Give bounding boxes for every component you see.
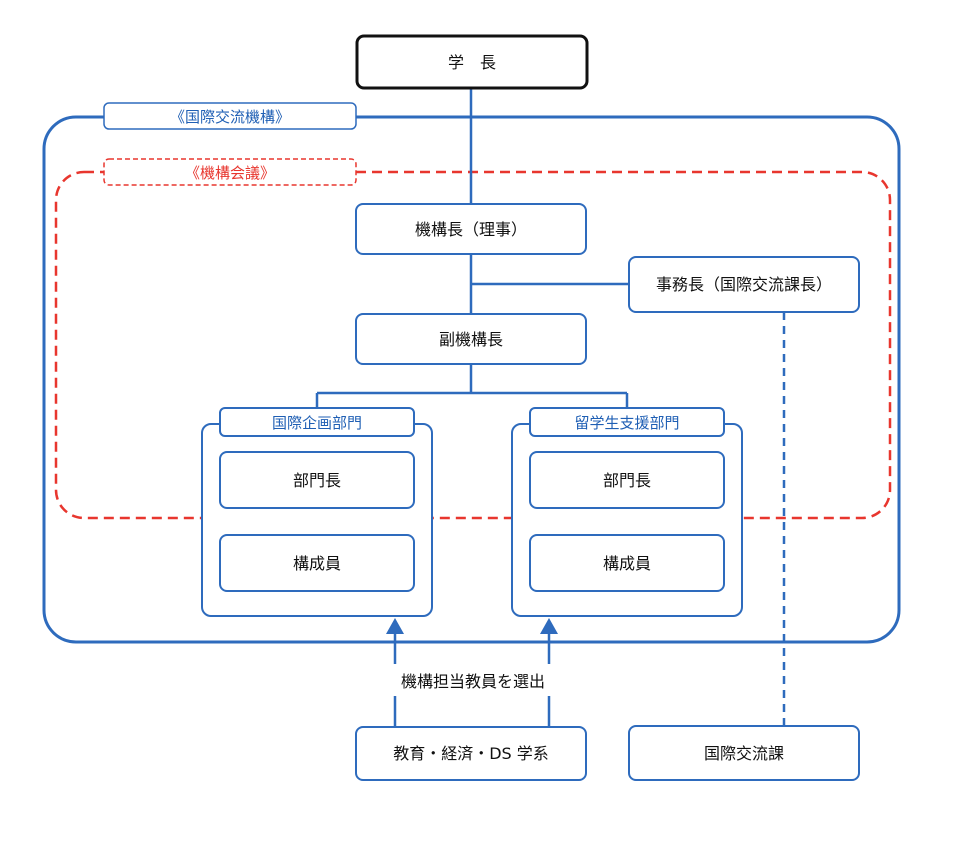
council-frame	[54, 170, 892, 520]
faculty-box	[355, 726, 587, 781]
division-label: 国際企画部門	[272, 414, 362, 432]
division-member-label: 構成員	[293, 554, 341, 573]
intl-office-label: 国際交流課	[704, 744, 784, 763]
director-box	[355, 203, 587, 255]
faculty-label: 教育・経済・DS 学系	[393, 744, 549, 763]
arrow-up-icon	[540, 618, 558, 634]
secretary-general-label: 事務長（国際交流課長）	[656, 275, 832, 294]
division-head-box	[529, 451, 725, 509]
organization-tag-box	[103, 102, 357, 130]
deputy-director-box	[355, 313, 587, 365]
president-box	[355, 34, 589, 90]
deputy-director-label: 副機構長	[439, 330, 503, 349]
council-tag-box	[103, 158, 357, 186]
secretary-general-box	[628, 256, 860, 313]
director-label: 機構長（理事）	[415, 220, 527, 239]
council-tag: 《機構会議》	[185, 164, 275, 182]
selection-note-bg	[378, 664, 568, 696]
selection-note: 機構担当教員を選出	[401, 672, 545, 691]
president-label: 学 長	[448, 53, 496, 72]
organization-tag: 《国際交流機構》	[170, 108, 290, 126]
division-tag-box	[219, 407, 415, 437]
division-member-label: 構成員	[603, 554, 651, 573]
division-head-box	[219, 451, 415, 509]
division-head-label: 部門長	[603, 471, 651, 490]
division-head-label: 部門長	[293, 471, 341, 490]
division-label: 留学生支援部門	[574, 414, 679, 432]
arrow-up-icon	[386, 618, 404, 634]
division-member-box	[529, 534, 725, 592]
intl-office-box	[628, 725, 860, 781]
division-tag-box	[529, 407, 725, 437]
division-member-box	[219, 534, 415, 592]
connectors	[315, 88, 786, 727]
